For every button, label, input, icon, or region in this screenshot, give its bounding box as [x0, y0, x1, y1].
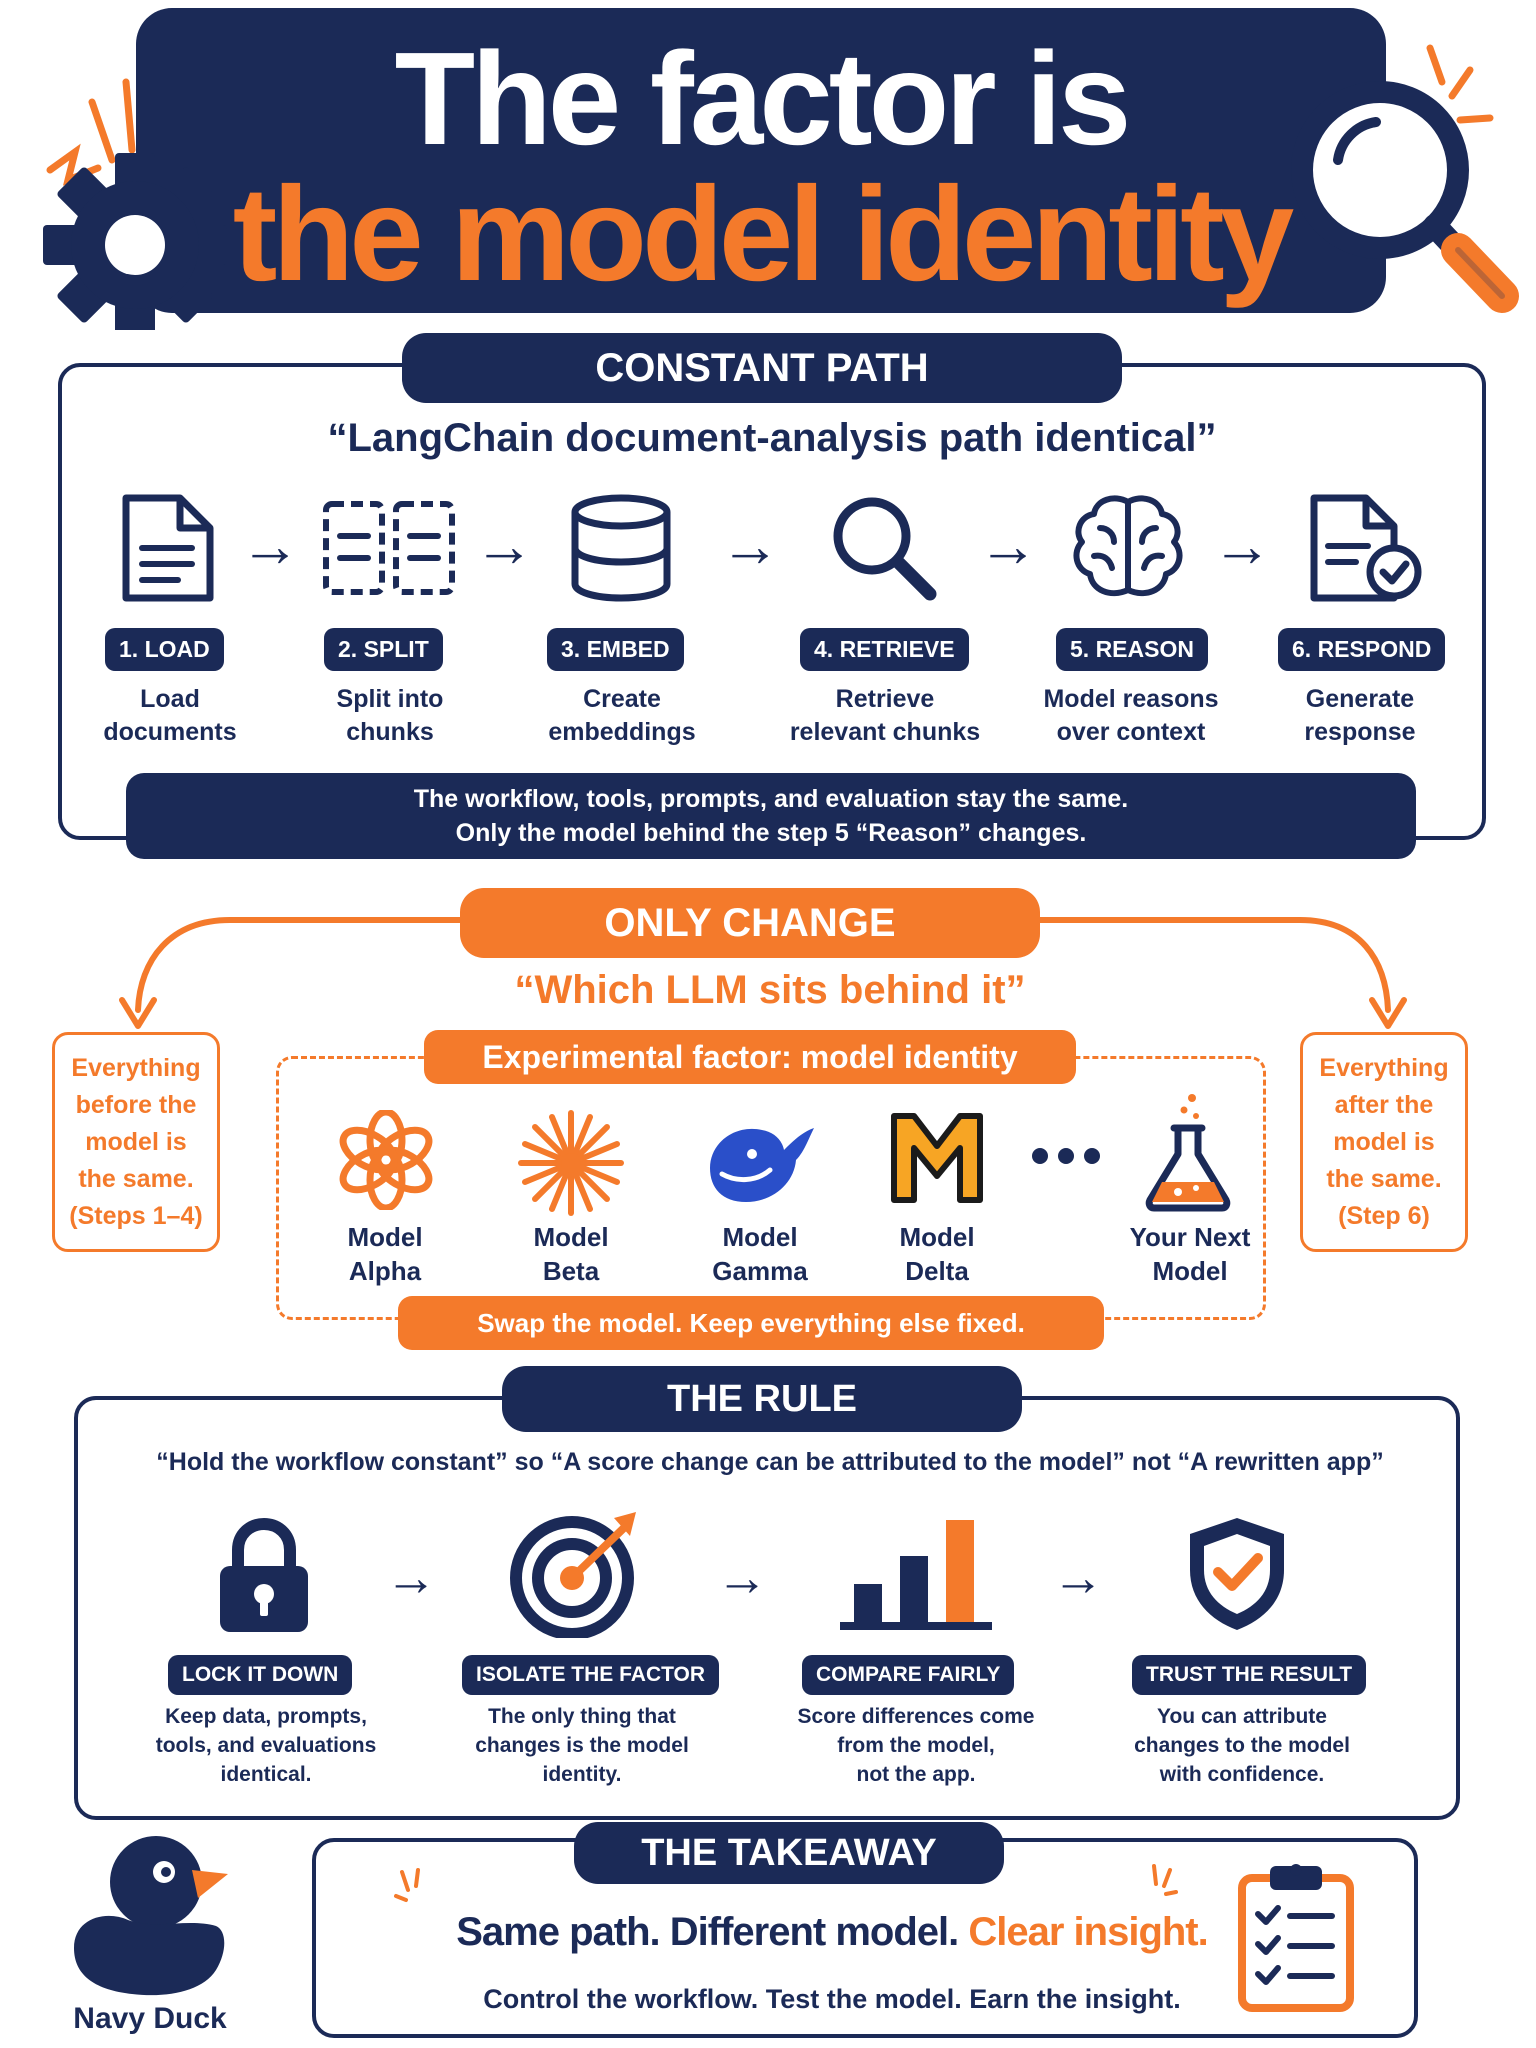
constant-path-heading: CONSTANT PATH [402, 333, 1122, 403]
arrow-right-icon: → [720, 512, 780, 579]
document-icon [122, 494, 214, 602]
flask-icon [1145, 1094, 1231, 1212]
takeaway-headline-navy: Same path. Different model. [456, 1910, 959, 1954]
takeaway-subline: Control the workflow. Test the model. Ea… [483, 1984, 1181, 2014]
constant-path-quote: “LangChain document-analysis path identi… [327, 416, 1217, 460]
split-chunks-icon [323, 501, 455, 595]
rule-label: COMPARE FAIRLY [802, 1655, 1015, 1695]
arrow-right-icon: → [385, 1549, 437, 1607]
after-model-box: Everything after the model is the same. … [1300, 1032, 1468, 1252]
whale-logo-icon [710, 1128, 814, 1202]
duck-logo [74, 1836, 228, 1996]
rule-label: LOCK IT DOWN [168, 1655, 353, 1695]
magnifier-icon [833, 497, 937, 601]
rule-label: TRUST THE RESULT [1132, 1655, 1367, 1695]
step-label: 5. REASON [1056, 628, 1208, 671]
step-label: 3. EMBED [547, 628, 684, 671]
document-check-icon [1310, 494, 1422, 602]
title-banner [136, 8, 1386, 313]
title-line-2: the model identity [232, 160, 1295, 309]
arrow-right-icon: → [1052, 1549, 1104, 1607]
factor-label: Experimental factor: model identity [424, 1030, 1076, 1084]
padlock-icon [220, 1518, 308, 1632]
step-label: 2. SPLIT [324, 628, 443, 671]
gear-icon [43, 78, 227, 330]
starburst-logo-icon [518, 1110, 624, 1216]
constant-path-footer: The workflow, tools, prompts, and evalua… [126, 773, 1416, 859]
brand-name: Navy Duck [73, 2002, 227, 2035]
only-change-heading: ONLY CHANGE [460, 888, 1040, 958]
magnifier-icon [1291, 44, 1519, 313]
rule-description: Keep data, prompts,tools, and evaluation… [155, 1705, 377, 1786]
arrow-right-icon: → [474, 512, 534, 579]
database-icon [571, 494, 671, 602]
takeaway-heading: THE TAKEAWAY [574, 1822, 1004, 1884]
arrow-right-icon: → [716, 1549, 768, 1607]
target-icon [510, 1512, 636, 1638]
ellipsis-icon [1032, 1148, 1100, 1164]
arrow-right-icon: → [978, 512, 1038, 579]
only-change-quote: “Which LLM sits behind it” [514, 968, 1026, 1012]
title-line-1: The factor is [394, 25, 1132, 172]
knot-logo-icon [339, 1110, 433, 1210]
spark-icon [1152, 1864, 1178, 1896]
step-label: 4. RETRIEVE [800, 628, 969, 671]
constant-path-box [58, 363, 1486, 840]
clipboard-checklist-icon [1238, 1864, 1354, 2012]
bar-chart-icon [840, 1520, 992, 1630]
takeaway-headline-orange: Clear insight. [968, 1910, 1208, 1954]
swap-label: Swap the model. Keep everything else fix… [398, 1296, 1104, 1350]
step-label: 1. LOAD [105, 628, 224, 671]
rule-label: ISOLATE THE FACTOR [462, 1655, 720, 1695]
rule-heading: THE RULE [502, 1366, 1022, 1432]
spark-icon [394, 1868, 420, 1902]
arrow-right-icon: → [240, 512, 300, 579]
takeaway-headline: Same path. Different model. Clear insigh… [312, 1910, 1352, 1955]
shield-check-icon [1190, 1518, 1284, 1630]
before-model-box: Everything before the model is the same.… [52, 1032, 220, 1252]
rule-quote: “Hold the workflow constant” so “A score… [156, 1448, 1384, 1476]
curved-arrows [119, 917, 1407, 1029]
arrow-right-icon: → [1212, 512, 1272, 579]
m-logo-icon [891, 1113, 983, 1203]
brain-icon [1073, 495, 1183, 597]
step-label: 6. RESPOND [1278, 628, 1446, 671]
